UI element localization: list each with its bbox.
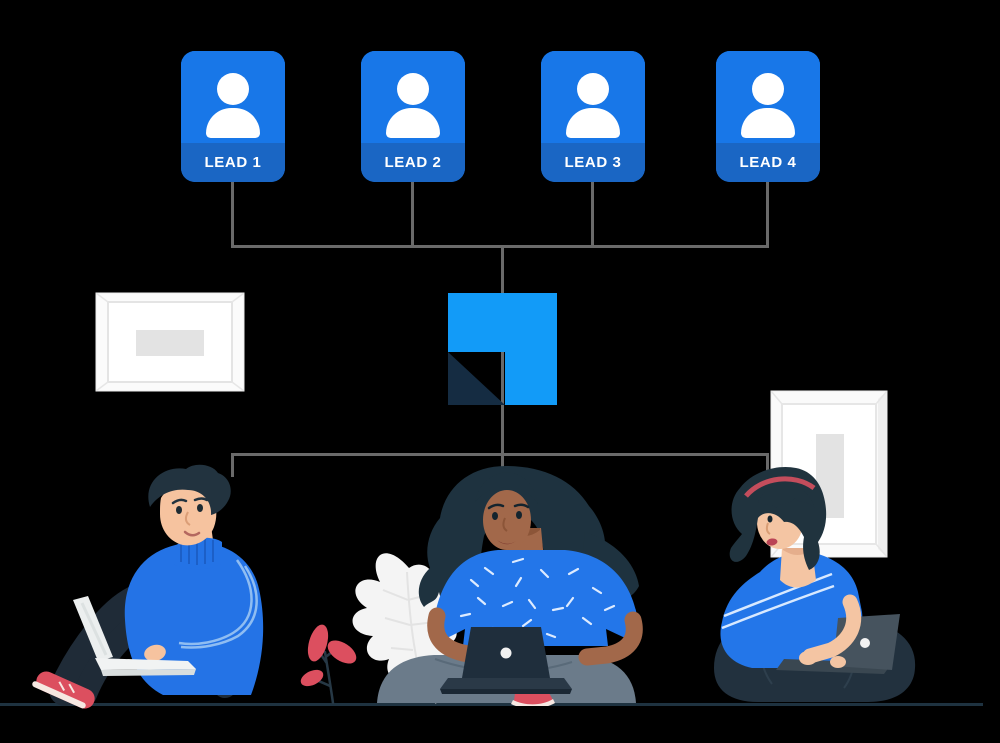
person-icon — [577, 73, 609, 105]
person-icon-body — [206, 108, 260, 138]
hand — [144, 644, 166, 662]
logo-fold-triangle — [448, 352, 505, 405]
team-member-middle — [300, 466, 643, 706]
hair-bangs — [758, 483, 815, 508]
laptop-logo-dot — [500, 647, 512, 659]
person-icon — [752, 73, 784, 105]
sleeve-stripes — [178, 559, 258, 649]
ground-line — [0, 703, 983, 706]
face-features — [487, 503, 530, 545]
folded-square-logo-icon — [448, 293, 557, 405]
lead-label: LEAD 1 — [181, 143, 285, 182]
person-icon — [397, 73, 429, 105]
laptop-screen — [73, 596, 113, 661]
person-icon-body — [386, 108, 440, 138]
lead-avatar — [541, 51, 645, 143]
connector-stub-lead1 — [231, 182, 234, 246]
team-member-right — [714, 466, 916, 702]
hair-side-mass — [583, 532, 639, 602]
connector-bottom-horizontal — [231, 453, 769, 456]
tshirt — [720, 552, 863, 668]
connector-stub-lead2 — [411, 182, 414, 246]
lead-label: LEAD 3 — [541, 143, 645, 182]
lead-card-3: LEAD 3 — [541, 51, 645, 182]
person-icon-body — [741, 108, 795, 138]
arms — [427, 607, 643, 666]
person-icon — [217, 73, 249, 105]
connector-stub-lead3 — [591, 182, 594, 246]
connector-center-vertical — [501, 246, 504, 475]
hub-logo — [448, 293, 557, 405]
frame-artwork — [136, 330, 204, 356]
connector-stub-member-left — [231, 453, 234, 477]
lead-avatar — [181, 51, 285, 143]
laptop-base — [95, 658, 196, 676]
team-member-left — [32, 464, 264, 709]
face — [483, 490, 531, 550]
red-headband — [744, 476, 816, 498]
lead-card-2: LEAD 2 — [361, 51, 465, 182]
lead-label: LEAD 2 — [361, 143, 465, 182]
connector-top-horizontal — [231, 245, 769, 248]
arm-and-hands — [799, 594, 862, 668]
connector-stub-lead4 — [766, 182, 769, 246]
face-features — [171, 497, 209, 537]
lead-avatar — [361, 51, 465, 143]
tshirt-stripes — [721, 572, 835, 630]
lead-card-1: LEAD 1 — [181, 51, 285, 182]
hair — [148, 464, 231, 515]
picture-frame-landscape — [95, 292, 245, 392]
laptop — [440, 627, 572, 694]
lead-label: LEAD 4 — [716, 143, 820, 182]
red-sneaker — [32, 671, 95, 709]
person-icon-body — [566, 108, 620, 138]
red-plant — [300, 624, 357, 705]
laptop-logo-dot — [860, 638, 870, 648]
lead-avatar — [716, 51, 820, 143]
lead-card-4: LEAD 4 — [716, 51, 820, 182]
connector-stub-member-right — [766, 453, 769, 477]
hair-bangs — [475, 472, 538, 504]
